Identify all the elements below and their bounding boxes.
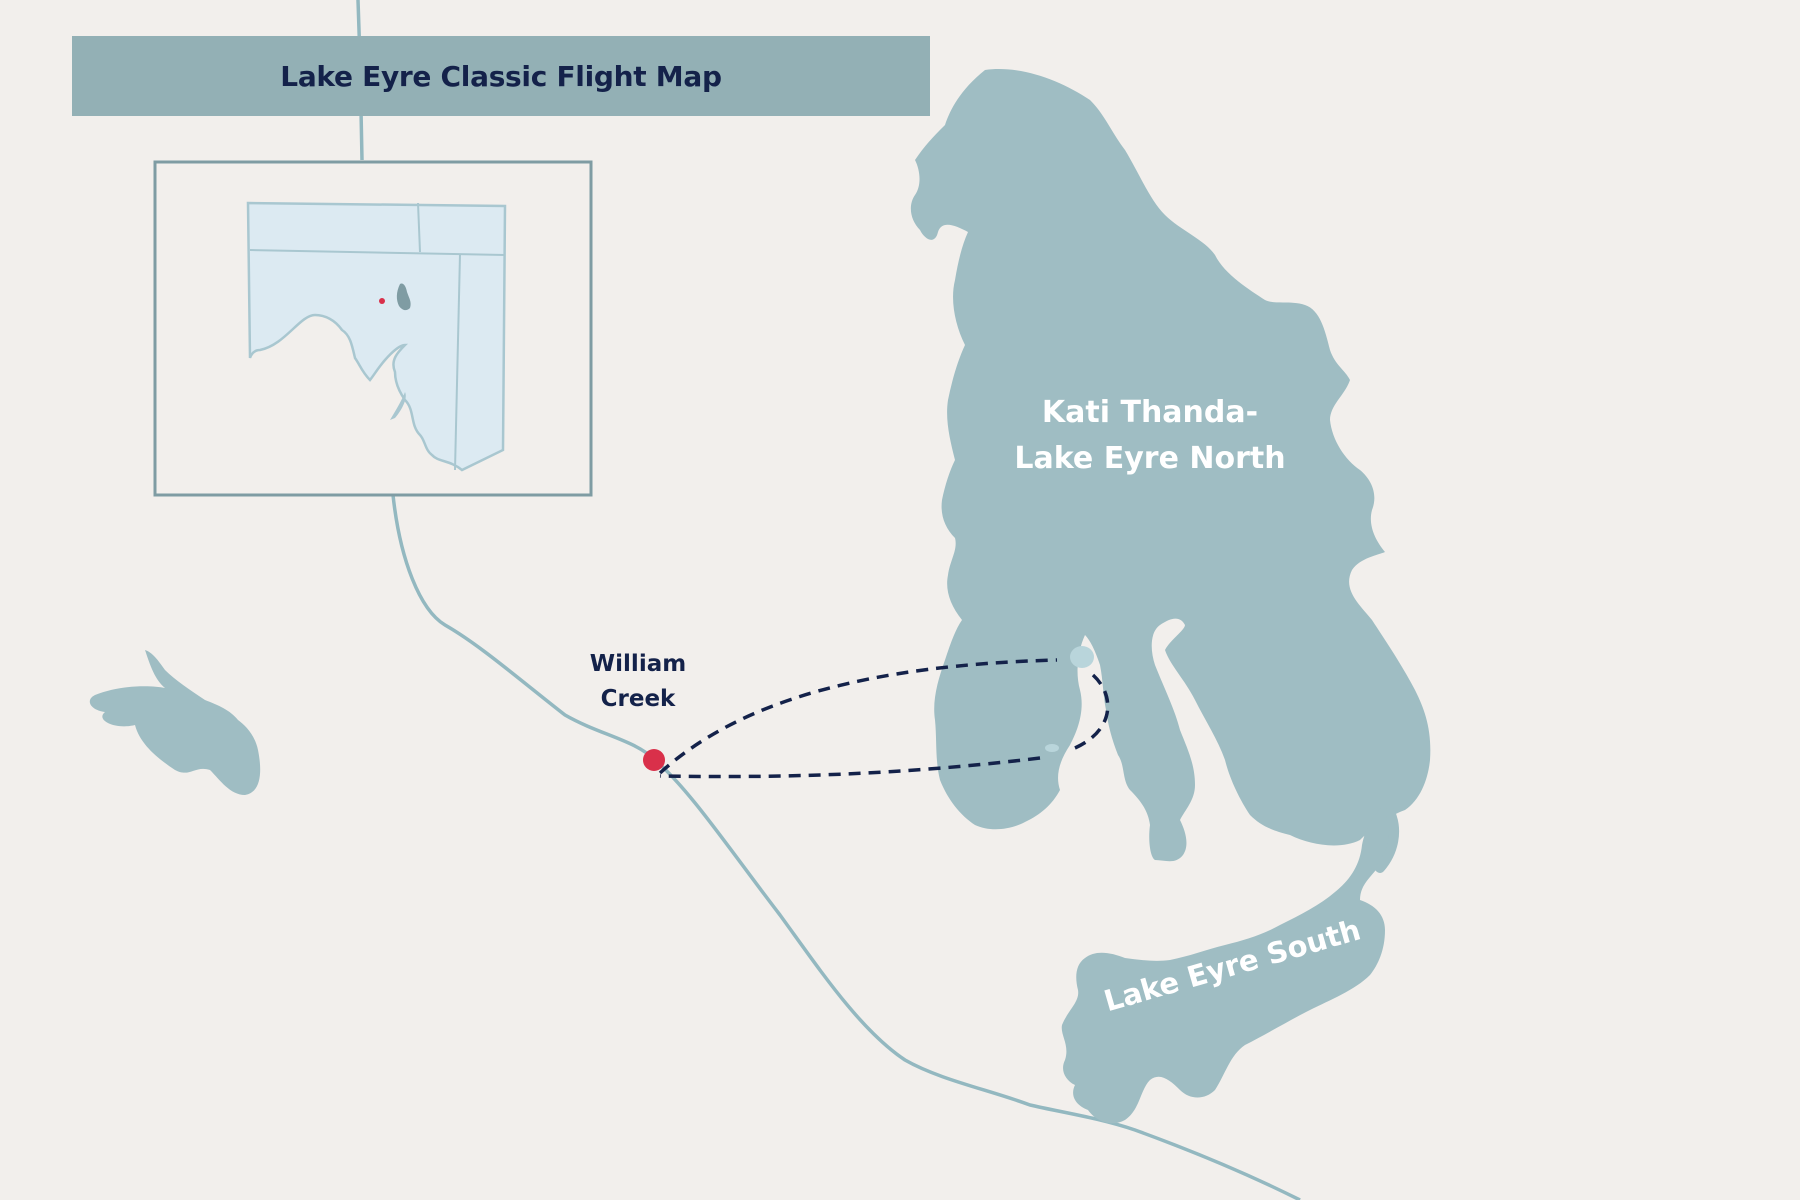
lake-islet [1070,646,1094,668]
flight-route-loop [1074,673,1110,750]
inset-gulf [390,392,406,420]
lake-north-label-line2: Lake Eyre North [1014,441,1285,476]
small-lake-west [89,650,261,795]
lake-eyre-south [1061,805,1393,1124]
inset-frame [153,160,593,497]
lake-islet [1045,744,1059,752]
inset-border-line [249,249,506,256]
inset-border-line [417,202,421,253]
inset-border-line [454,253,461,471]
map-title-bar: Lake Eyre Classic Flight Map [72,36,930,116]
lake-north-label-line1: Kati Thanda- [1042,395,1258,430]
lake-eyre-north [910,69,1431,862]
inset-lake-eyre [396,283,411,311]
inset-state-outline [246,201,507,472]
town-label-line1: William [590,651,686,677]
william-creek-marker[interactable] [643,749,665,771]
map-title: Lake Eyre Classic Flight Map [280,59,722,93]
goyder-channel [1375,807,1400,873]
inset-location-marker [379,298,385,304]
town-label-line2: Creek [601,686,676,712]
flight-route-outbound [658,658,1058,775]
